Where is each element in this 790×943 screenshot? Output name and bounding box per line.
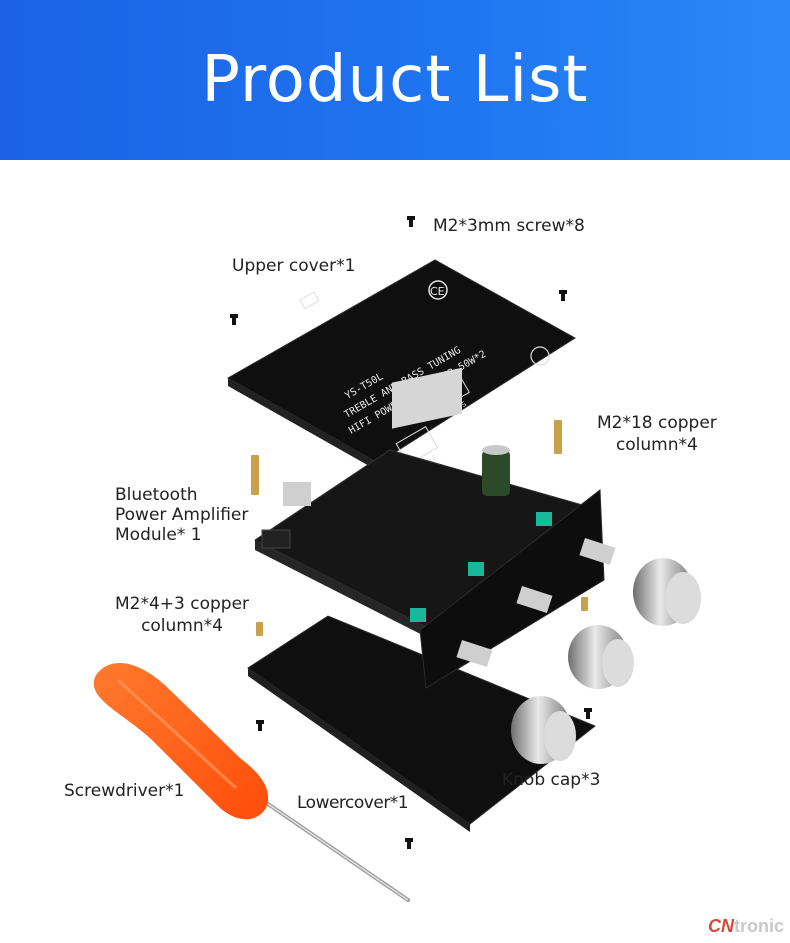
- label-upper-cover: Upper cover*1: [232, 256, 356, 276]
- watermark: CNtronic: [708, 916, 784, 937]
- product-stage: CE YS-T50L TREBLE AND BASS TUNING HIFI P…: [0, 160, 790, 943]
- label-knob-cap: Knob cap*3: [502, 770, 601, 790]
- page-title: Product List: [201, 43, 589, 117]
- label-screwdriver: Screwdriver*1: [64, 781, 185, 801]
- watermark-rest: tronic: [733, 916, 784, 936]
- label-bluetooth-module: Bluetooth Power Amplifier Module* 1: [115, 485, 249, 545]
- header-banner: Product List: [0, 0, 790, 160]
- label-copper-4: M2*4+3 copper column*4: [115, 594, 250, 636]
- knob-cap-icon: [511, 558, 701, 764]
- label-copper-18: M2*18 copper column*4: [597, 413, 717, 455]
- label-screw: M2*3mm screw*8: [433, 216, 585, 236]
- upper-cover: CE YS-T50L TREBLE AND BASS TUNING HIFI P…: [226, 259, 576, 474]
- screw-icon: [230, 216, 592, 849]
- watermark-cn: CN: [707, 916, 734, 936]
- ce-mark: CE: [430, 285, 445, 298]
- ce-mark-circle: [428, 280, 448, 300]
- lower-cover: [247, 615, 596, 832]
- label-lower-cover: Lowercover*1: [297, 793, 409, 813]
- product-illustration: CE YS-T50L TREBLE AND BASS TUNING HIFI P…: [93, 216, 701, 902]
- screwdriver-icon: [93, 663, 410, 902]
- amplifier-module: [254, 367, 616, 689]
